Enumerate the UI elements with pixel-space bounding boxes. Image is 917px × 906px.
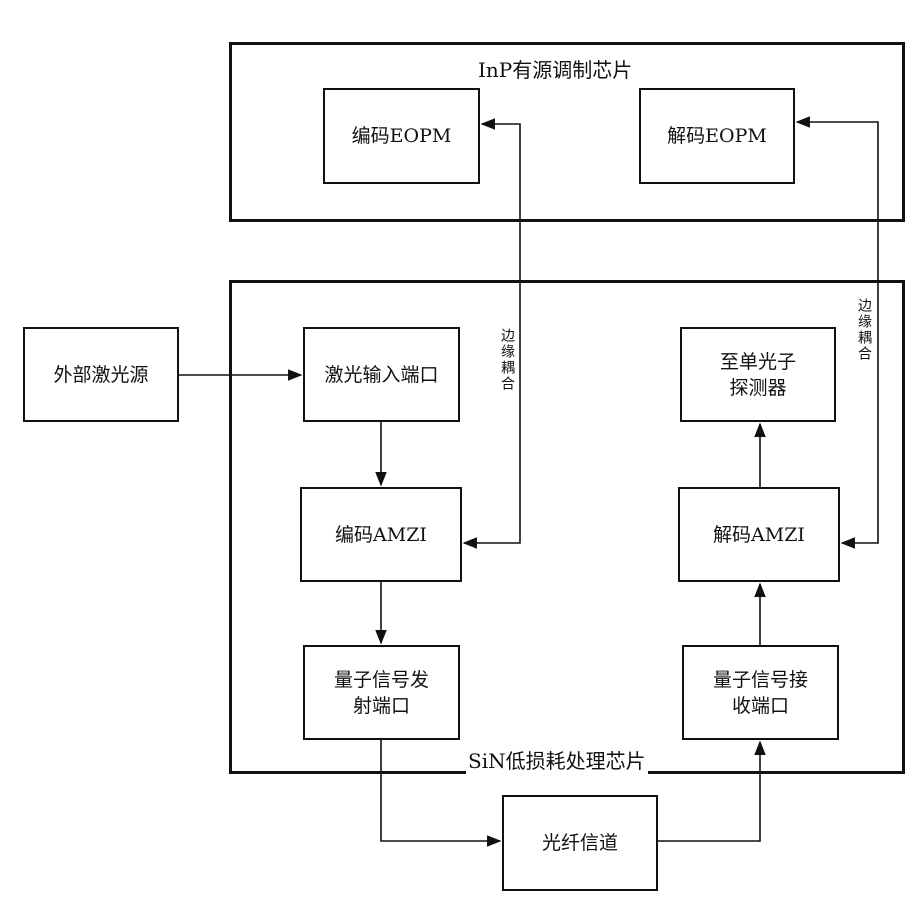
arrow-edge-coupling-left [464, 124, 520, 543]
arrow-edge-coupling-right [797, 122, 878, 543]
arrow-tx-to-fiber [381, 740, 500, 841]
arrow-fiber-to-rx [658, 742, 760, 841]
